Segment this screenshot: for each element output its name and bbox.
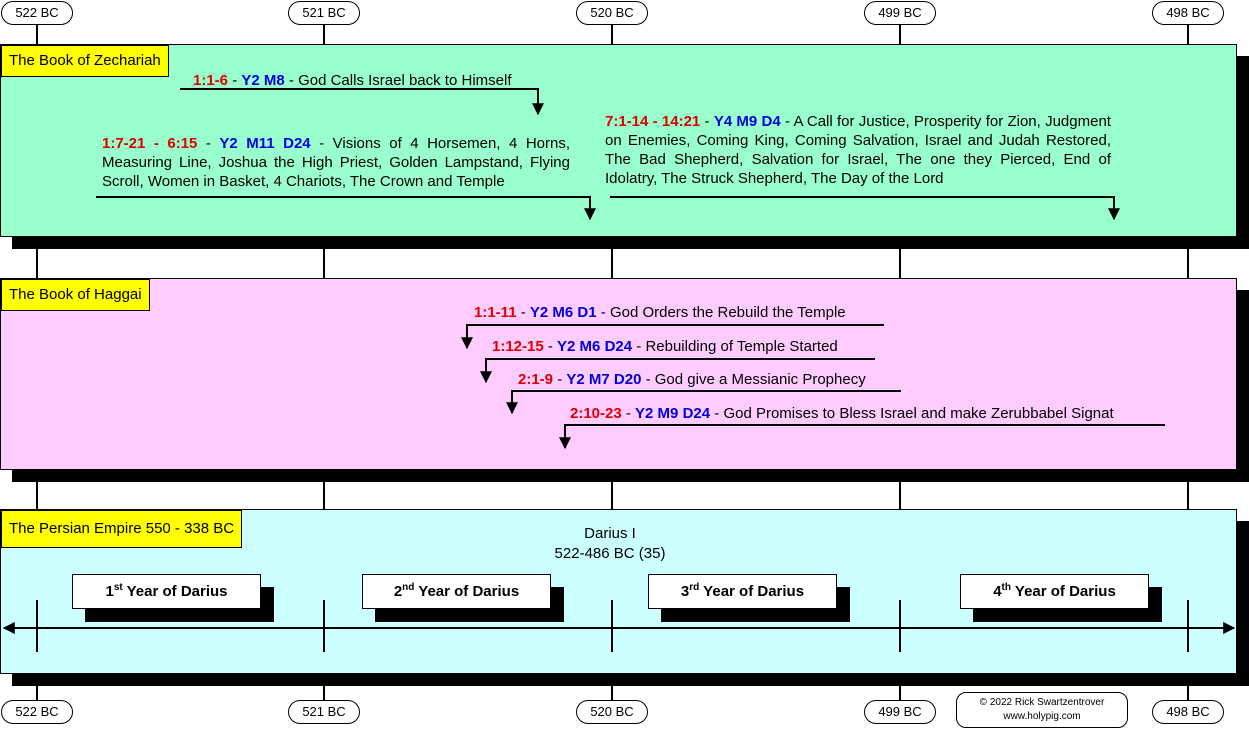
year-suffix: st — [113, 582, 123, 593]
year-label: Year of Darius — [1014, 583, 1116, 600]
tick-label-bottom: 520 BC — [576, 700, 648, 724]
tick-label-bottom: 498 BC — [1152, 700, 1224, 724]
event-sep: - — [700, 113, 714, 130]
year-suffix: nd — [402, 582, 415, 593]
event-sep: - — [641, 371, 655, 388]
tick-label-top: 498 BC — [1152, 1, 1224, 25]
year-box-4: 4th Year of Darius — [960, 574, 1149, 609]
year-suffix: rd — [689, 582, 700, 593]
haggai-arrow-2 — [480, 358, 875, 384]
king-name: Darius I — [584, 525, 636, 542]
event-sep: - — [197, 135, 220, 152]
event-sep: - — [310, 135, 333, 152]
year-suffix: th — [1001, 582, 1011, 593]
zechariah-event-3: 7:1-14 - 14:21 - Y4 M9 D4 - A Call for J… — [605, 112, 1111, 188]
event-text: Rebuilding of Temple Started — [645, 338, 838, 355]
year-num: 2 — [393, 583, 403, 600]
event-date: Y4 M9 D4 — [713, 113, 781, 130]
tick-label-top: 521 BC — [288, 1, 360, 25]
copyright-box: © 2022 Rick Swartzentrover www.holypig.c… — [956, 692, 1128, 728]
event-text: God Orders the Rebuild the Temple — [609, 304, 846, 321]
zechariah-title: The Book of Zechariah — [1, 45, 169, 77]
event-date: Y2 M6 D1 — [529, 304, 597, 321]
event-text: A Call for Justice, Prosperity for Zion,… — [605, 113, 1111, 187]
zechariah-arrow-3 — [610, 196, 1120, 221]
event-date: Y2 M8 — [241, 72, 285, 89]
year-box-3: 3rd Year of Darius — [648, 574, 837, 609]
haggai-arrow-1 — [461, 324, 884, 350]
event-date: Y2 M6 D24 — [557, 338, 633, 355]
zechariah-event-1: 1:1-6 - Y2 M8 - God Calls Israel back to… — [193, 71, 511, 90]
event-sep: - — [284, 72, 299, 89]
copyright-url[interactable]: www.holypig.com — [1003, 711, 1081, 722]
event-ref: 7:1-14 - 14:21 — [605, 113, 701, 130]
event-text: God Promises to Bless Israel and make Ze… — [723, 405, 1114, 422]
event-text: Visions of 4 Horsemen, 4 Horns, Measurin… — [102, 135, 570, 190]
king-reign: 522-486 BC (35) — [554, 545, 666, 562]
event-ref: 1:1-11 — [474, 304, 517, 321]
haggai-title: The Book of Haggai — [1, 279, 150, 311]
event-sep: - — [228, 72, 242, 89]
zechariah-arrow-1 — [180, 88, 544, 116]
tick-label-top: 520 BC — [576, 1, 648, 25]
tick-label-bottom: 499 BC — [864, 700, 936, 724]
year-label: Year of Darius — [703, 583, 805, 600]
event-ref: 1:12-15 — [492, 338, 544, 355]
event-text: God give a Messianic Prophecy — [654, 371, 866, 388]
year-num: 4 — [993, 583, 1002, 600]
zechariah-arrow-2 — [96, 196, 596, 221]
event-ref: 1:7-21 - 6:15 — [102, 135, 198, 152]
year-num: 3 — [680, 583, 690, 600]
event-sep: - — [621, 405, 636, 422]
event-sep: - — [543, 338, 558, 355]
persian-title: The Persian Empire 550 - 338 BC — [1, 510, 243, 548]
haggai-event-2: 1:12-15 - Y2 M6 D24 - Rebuilding of Temp… — [492, 337, 838, 356]
haggai-panel: The Book of Haggai 1:1-11 - Y2 M6 D1 - G… — [0, 278, 1237, 470]
year-num: 1 — [105, 583, 114, 600]
haggai-arrow-3 — [506, 390, 901, 415]
event-sep: - — [710, 405, 724, 422]
year-box-1: 1st Year of Darius — [72, 574, 261, 609]
haggai-event-1: 1:1-11 - Y2 M6 D1 - God Orders the Rebui… — [474, 303, 846, 322]
tick-label-top: 522 BC — [1, 1, 73, 25]
tick-label-top: 499 BC — [864, 1, 936, 25]
event-sep: - — [596, 304, 610, 321]
event-date: Y2 M11 D24 — [219, 135, 311, 152]
event-date: Y2 M9 D24 — [635, 405, 711, 422]
event-sep: - — [553, 371, 567, 388]
copyright-owner: © 2022 Rick Swartzentrover — [979, 697, 1105, 708]
year-label: Year of Darius — [418, 583, 520, 600]
haggai-event-3: 2:1-9 - Y2 M7 D20 - God give a Messianic… — [518, 370, 866, 389]
year-box-2: 2nd Year of Darius — [362, 574, 551, 609]
event-ref: 2:1-9 — [518, 371, 554, 388]
haggai-event-4: 2:10-23 - Y2 M9 D24 - God Promises to Bl… — [570, 404, 1114, 423]
event-sep: - — [632, 338, 646, 355]
event-ref: 2:10-23 — [570, 405, 622, 422]
event-sep: - — [516, 304, 530, 321]
event-ref: 1:1-6 — [193, 72, 229, 89]
event-date: Y2 M7 D20 — [566, 371, 642, 388]
year-label: Year of Darius — [126, 583, 228, 600]
tick-label-bottom: 522 BC — [1, 700, 73, 724]
darius-label: Darius I 522-486 BC (35) — [510, 524, 710, 564]
event-sep: - — [780, 113, 794, 130]
zechariah-panel: The Book of Zechariah 1:1-6 - Y2 M8 - Go… — [0, 44, 1237, 237]
tick-label-bottom: 521 BC — [288, 700, 360, 724]
event-text: God Calls Israel back to Himself — [298, 72, 512, 89]
haggai-arrow-4 — [559, 424, 1165, 450]
zechariah-event-2: 1:7-21 - 6:15 - Y2 M11 D24 - Visions of … — [102, 134, 570, 191]
